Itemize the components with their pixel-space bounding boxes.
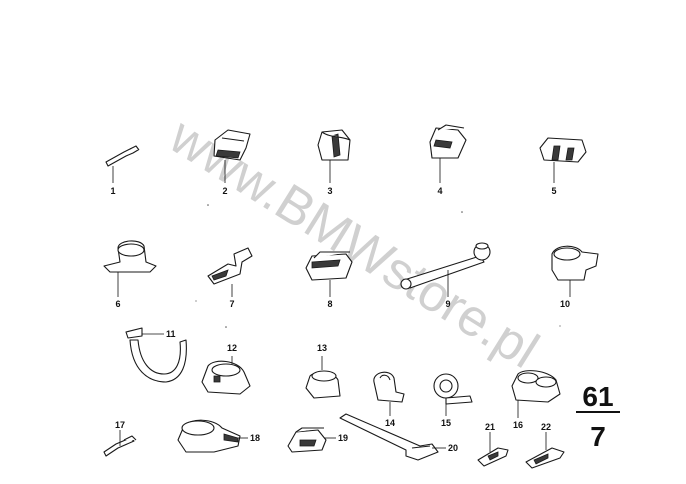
part-label-10: 10: [560, 299, 570, 309]
part-15-pclip[interactable]: [433, 373, 473, 416]
part-label-3: 3: [327, 186, 332, 196]
part-11-strap[interactable]: [125, 327, 187, 383]
part-21-connector[interactable]: [477, 432, 509, 467]
part-label-21: 21: [485, 422, 495, 432]
part-label-20: 20: [448, 443, 458, 453]
part-label-12: 12: [227, 343, 237, 353]
part-20-strap[interactable]: [339, 413, 446, 461]
part-7-bracket[interactable]: [207, 247, 253, 297]
part-label-17: 17: [115, 420, 125, 430]
part-17-terminal[interactable]: [103, 430, 137, 457]
part-label-16: 16: [513, 420, 523, 430]
part-label-9: 9: [445, 299, 450, 309]
part-label-1: 1: [110, 186, 115, 196]
scan-specks: [195, 204, 561, 328]
part-label-11: 11: [166, 329, 176, 339]
part-1-terminal[interactable]: [105, 145, 140, 183]
group-number: 61: [582, 381, 613, 412]
part-label-15: 15: [441, 418, 451, 428]
part-9-rod[interactable]: [400, 242, 491, 297]
part-6-clamp[interactable]: [103, 240, 157, 297]
part-label-13: 13: [317, 343, 327, 353]
part-label-8: 8: [327, 299, 332, 309]
part-label-22: 22: [541, 422, 551, 432]
part-13-clip[interactable]: [305, 356, 341, 399]
part-8-clip[interactable]: [305, 251, 353, 297]
part-label-4: 4: [437, 186, 442, 196]
part-19-clip[interactable]: [287, 427, 336, 453]
part-label-6: 6: [115, 299, 120, 309]
part-12-clamp[interactable]: [201, 356, 251, 395]
part-label-5: 5: [551, 186, 556, 196]
subgroup-number: 7: [590, 421, 606, 452]
part-label-2: 2: [222, 186, 227, 196]
part-14-clip[interactable]: [373, 371, 405, 416]
part-2-clip[interactable]: [213, 129, 251, 183]
part-label-19: 19: [338, 433, 348, 443]
part-label-7: 7: [229, 299, 234, 309]
part-5-clip[interactable]: [539, 137, 587, 183]
part-label-14: 14: [385, 418, 395, 428]
part-3-clip[interactable]: [317, 129, 351, 183]
part-16-clip[interactable]: [511, 370, 561, 418]
part-4-clip[interactable]: [429, 124, 467, 183]
part-22-connector[interactable]: [525, 432, 565, 469]
part-18-clamp[interactable]: [177, 419, 248, 453]
part-10-clamp[interactable]: [551, 245, 599, 297]
part-label-18: 18: [250, 433, 260, 443]
